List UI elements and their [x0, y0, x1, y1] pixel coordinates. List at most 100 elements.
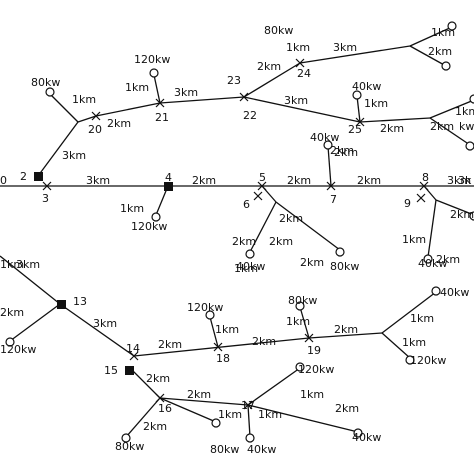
- line-label: 2km: [187, 388, 211, 401]
- edge-fragment: kw: [459, 120, 474, 133]
- line-label: 3km: [86, 174, 110, 187]
- load-label: 120kw: [0, 343, 36, 356]
- line-label: 2km: [436, 253, 460, 266]
- line-label: 2km: [300, 256, 324, 269]
- feeder-line: [0, 255, 61, 305]
- line-label: 1km: [258, 408, 282, 421]
- feeder-line: [159, 397, 217, 423]
- source-substation: [57, 300, 66, 309]
- load-label: 80kw: [115, 440, 144, 453]
- junction-mark: [257, 181, 267, 191]
- load-point: [295, 301, 305, 311]
- node-number: 4: [165, 171, 172, 184]
- feeder-line: [381, 332, 411, 359]
- line-label: 2km: [335, 402, 359, 415]
- load-label: 80kw: [264, 24, 293, 37]
- feeder-line: [429, 99, 474, 119]
- source-substation: [164, 182, 173, 191]
- line-label: 2km: [428, 45, 452, 58]
- load-label: 40kw: [310, 131, 339, 144]
- line-label: 1km: [455, 105, 474, 118]
- line-label: 1km: [286, 315, 310, 328]
- feeder-line: [125, 397, 161, 438]
- feeder-line: [327, 145, 332, 187]
- load-label: 120kw: [134, 53, 170, 66]
- load-point: [149, 68, 159, 78]
- junction-mark: [304, 333, 314, 343]
- feeder-lines: [0, 26, 474, 438]
- node-number: 17: [241, 399, 255, 412]
- line-label: 2km: [430, 120, 454, 133]
- load-point: [405, 355, 415, 365]
- junction-mark: [253, 191, 263, 201]
- source-substation: [125, 366, 134, 375]
- line-label: 2km: [107, 117, 131, 130]
- load-point: [465, 141, 474, 151]
- line-label: 3km: [16, 258, 40, 271]
- node-number: 16: [158, 402, 172, 415]
- load-point: [352, 90, 362, 100]
- load-label: 80kw: [31, 76, 60, 89]
- line-label: 3km: [62, 149, 86, 162]
- text-labels: 3km 2km 2km 2km 3km 1km 3km 2km 2km 2km …: [0, 24, 474, 456]
- load-point: [469, 211, 474, 221]
- load-label: 120kw: [298, 363, 334, 376]
- node-number: 23: [227, 74, 241, 87]
- node-number: 20: [88, 123, 102, 136]
- line-label: 2km: [146, 372, 170, 385]
- load-point: [441, 61, 451, 71]
- junction-mark: [155, 393, 165, 403]
- junction-marks: [42, 58, 429, 410]
- node-number: 21: [155, 111, 169, 124]
- junction-mark: [416, 193, 426, 203]
- load-point: [245, 433, 255, 443]
- node-number: 22: [243, 109, 257, 122]
- feeder-line: [247, 404, 359, 433]
- load-label: 120kw: [187, 301, 223, 314]
- line-label: 1km: [286, 41, 310, 54]
- feeder-line: [275, 201, 341, 251]
- line-label: 2km: [357, 174, 381, 187]
- junction-mark: [355, 117, 365, 127]
- node-number: 2: [20, 170, 27, 183]
- node-number: 19: [307, 344, 321, 357]
- line-label: 1km: [402, 336, 426, 349]
- node-number: 5: [259, 171, 266, 184]
- line-label: 3km: [333, 41, 357, 54]
- line-label: 2km: [232, 235, 256, 248]
- line-label: 1km: [72, 93, 96, 106]
- junction-mark: [42, 181, 52, 191]
- line-label: 2km: [257, 60, 281, 73]
- node-number: 14: [126, 342, 140, 355]
- load-label: 120kw: [410, 354, 446, 367]
- line-label: 2km: [143, 420, 167, 433]
- feeder-line: [429, 117, 471, 146]
- line-label: 2km: [330, 144, 354, 157]
- load-label: 40kw: [352, 431, 381, 444]
- feeder-line: [409, 45, 447, 67]
- feeder-line: [159, 397, 249, 406]
- feeder-line: [77, 115, 97, 123]
- node-number: 3: [42, 192, 49, 205]
- source-substation: [34, 172, 43, 181]
- line-label: 1km: [410, 312, 434, 325]
- junction-mark: [155, 98, 165, 108]
- feeder-line: [95, 102, 161, 117]
- load-label: 40kw: [247, 443, 276, 456]
- edge-fragment: 3k: [458, 174, 472, 187]
- line-label: 1km: [215, 323, 239, 336]
- load-label: 40kw: [440, 286, 469, 299]
- load-label: 40kw: [352, 80, 381, 93]
- line-label: 2km: [287, 174, 311, 187]
- junction-mark: [295, 58, 305, 68]
- junction-mark: [213, 342, 223, 352]
- line-label: 3km: [284, 94, 308, 107]
- feeder-line: [131, 369, 161, 399]
- node-number: 6: [243, 198, 250, 211]
- feeder-line: [159, 96, 245, 104]
- load-point: [447, 21, 457, 31]
- load-point: [5, 337, 15, 347]
- load-point: [121, 433, 131, 443]
- line-label: 2km: [158, 338, 182, 351]
